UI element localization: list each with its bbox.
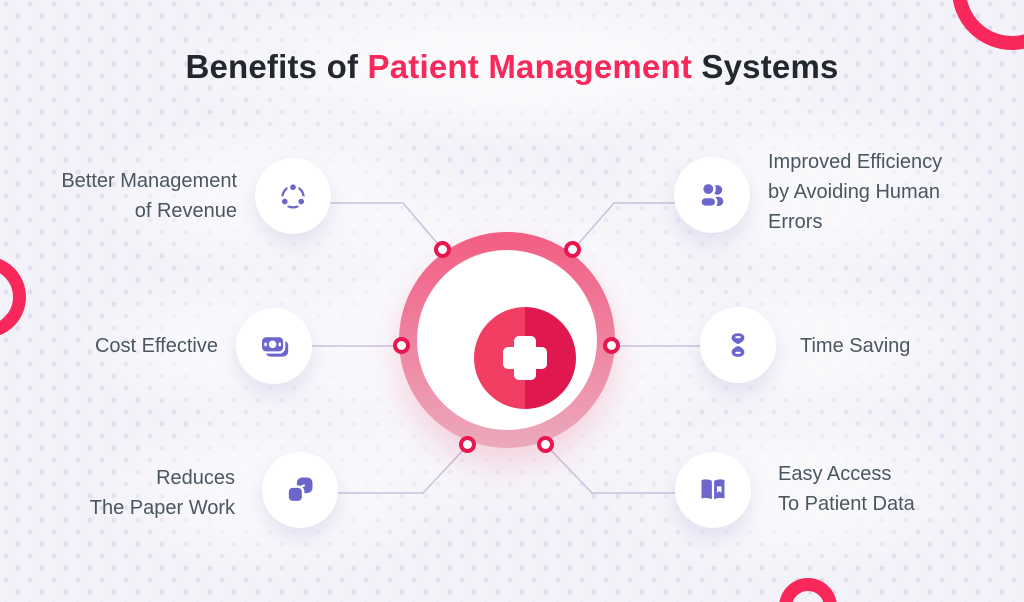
medical-cross-icon	[474, 307, 576, 409]
share-network-icon	[255, 158, 331, 234]
label-line: Improved Efficiency	[768, 151, 943, 173]
label-line: Time Saving	[800, 335, 911, 357]
hourglass-icon	[700, 307, 776, 383]
label-line: Easy Access	[778, 463, 892, 485]
central-inner-circle	[417, 250, 597, 430]
label-line: The Paper Work	[89, 497, 235, 519]
label-line: of Revenue	[134, 200, 237, 222]
node-dot-lower-right	[537, 436, 554, 453]
banknotes-icon	[236, 308, 312, 384]
label-improved-efficiency: Improved Efficiency by Avoiding Human Er…	[768, 147, 942, 237]
central-circle	[399, 232, 615, 448]
label-time-saving: Time Saving	[800, 331, 910, 361]
label-line: Errors	[768, 211, 823, 233]
title-highlight: Patient Management	[367, 48, 693, 85]
label-line: Cost Effective	[94, 335, 218, 357]
label-reduces-paper-work: Reduces The Paper Work	[90, 463, 235, 523]
node-dot-right	[603, 337, 620, 354]
node-dot-upper-right	[564, 241, 581, 258]
node-dot-upper-left	[434, 241, 451, 258]
page-title: Benefits of Patient Management Systems	[0, 48, 1024, 86]
people-group-icon	[674, 157, 750, 233]
label-line: Better Management	[61, 170, 237, 192]
label-better-revenue-management: Better Management of Revenue	[61, 166, 237, 226]
label-cost-effective: Cost Effective	[95, 331, 218, 361]
node-dot-left	[393, 337, 410, 354]
documents-icon	[262, 452, 338, 528]
open-book-icon	[675, 452, 751, 528]
label-line: To Patient Data	[778, 493, 915, 515]
title-prefix: Benefits of	[185, 48, 368, 85]
title-suffix: Systems	[692, 48, 839, 85]
label-line: Reduces	[156, 467, 235, 489]
label-line: by Avoiding Human	[768, 181, 940, 203]
label-easy-access-patient-data: Easy Access To Patient Data	[778, 459, 915, 519]
node-dot-lower-left	[459, 436, 476, 453]
